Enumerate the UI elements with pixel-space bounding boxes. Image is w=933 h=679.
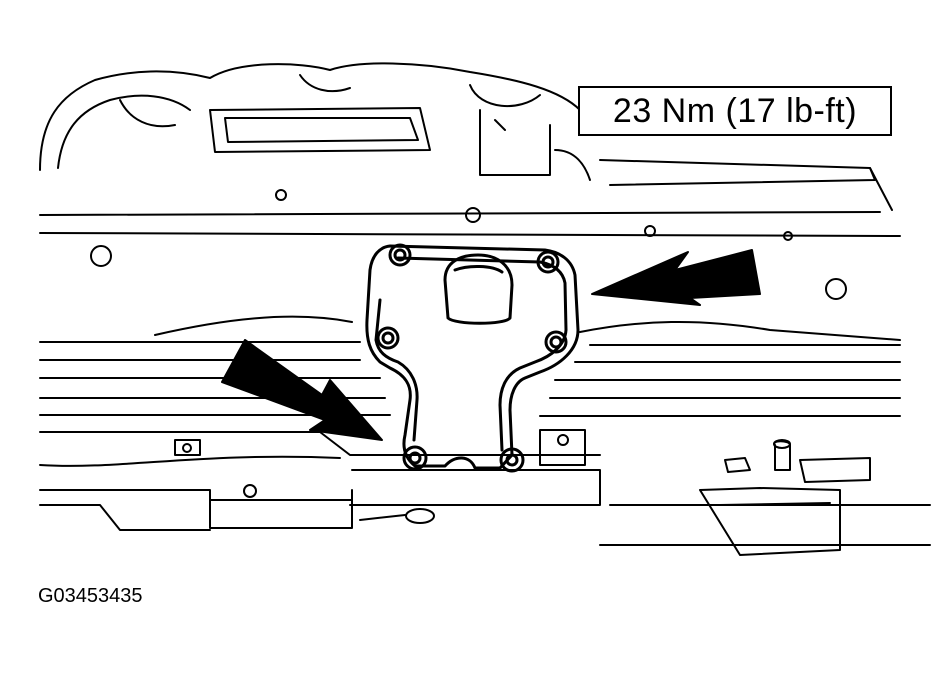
lower-crossmember <box>39 429 931 556</box>
frame-holes <box>90 189 847 498</box>
frame-rails <box>39 211 901 467</box>
upper-right-pointer-arrow <box>591 249 761 306</box>
torque-spec-callout: 23 Nm (17 lb-ft) <box>578 86 892 136</box>
lower-left-pointer-arrow <box>221 339 383 441</box>
transmission-mount-bracket <box>365 243 580 473</box>
upper-engine-components <box>39 62 893 211</box>
figure-id-label: G03453435 <box>38 585 143 607</box>
